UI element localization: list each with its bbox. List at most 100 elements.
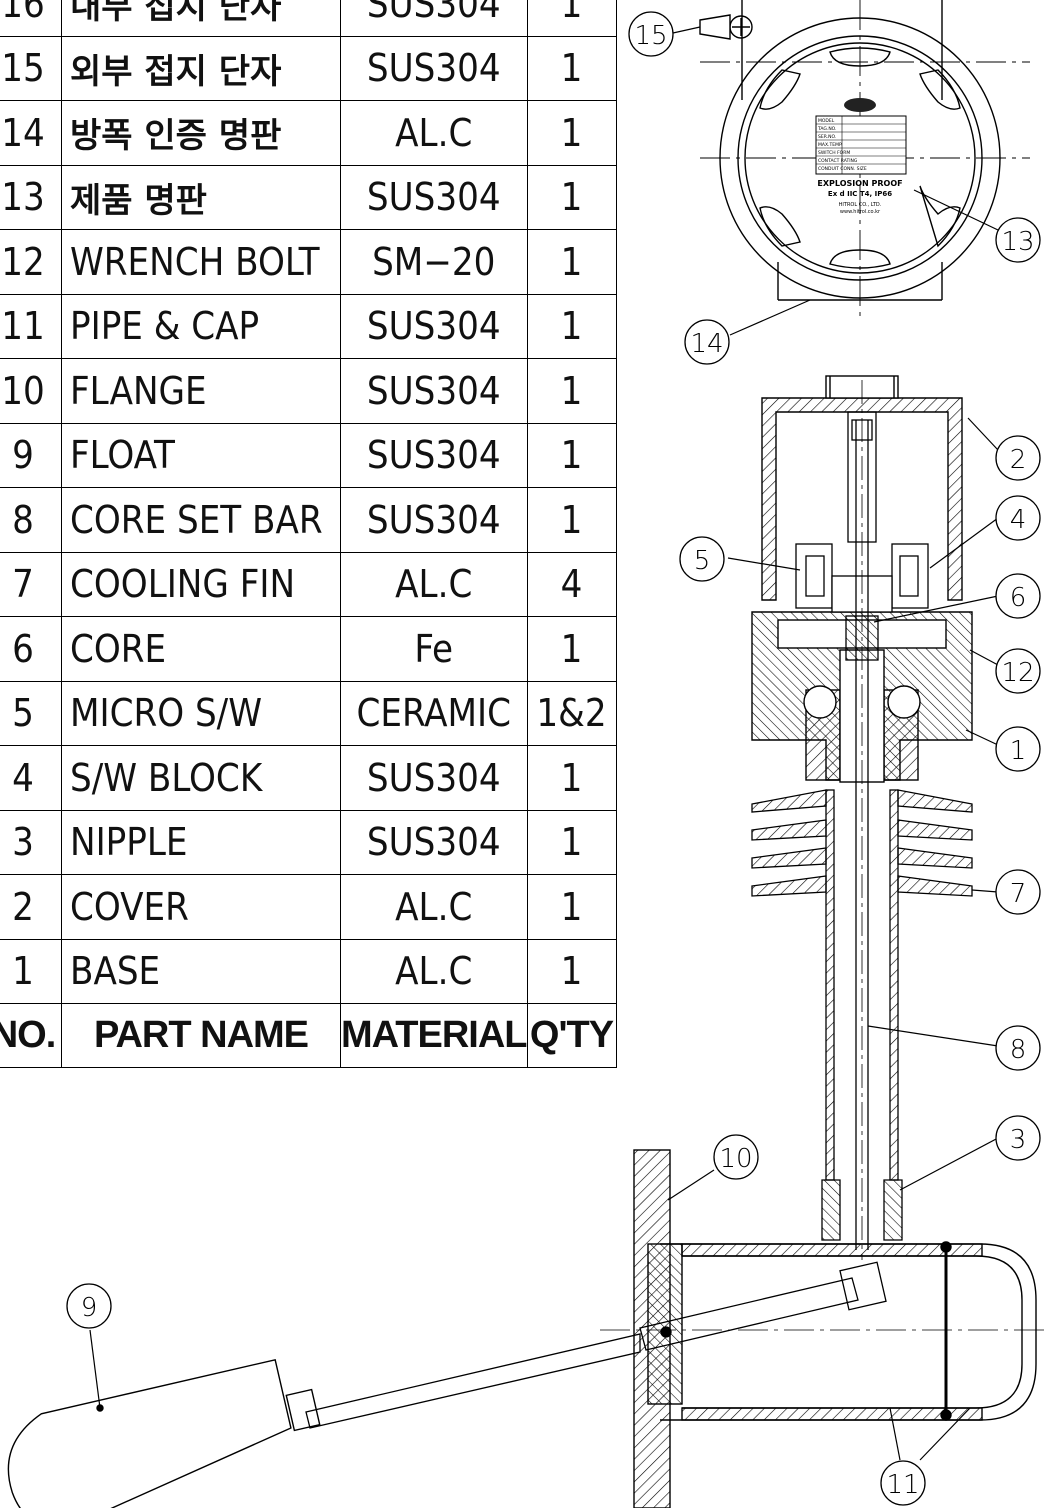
balloon-3: 3 [995,1115,1041,1161]
bom-cell-no: 15 [0,35,62,101]
bom-cell-no: 5 [0,680,62,746]
core-set-bar [847,380,877,1260]
balloon-label: 12 [1001,658,1034,688]
bom-cell-no: 14 [0,100,62,166]
bom-cell-name: 외부 접지 단자 [61,35,341,101]
balloon-label: 4 [1010,505,1027,535]
balloon-5: 5 [679,536,725,582]
bom-cell-qty: 1 [526,35,617,101]
bom-cell-name: 방폭 인증 명판 [61,100,341,166]
bom-cell-qty: 1 [526,487,617,553]
balloon-label: 2 [1010,445,1027,475]
balloon-label: 6 [1010,583,1027,613]
bom-cell-material: SUS304 [340,164,528,230]
float [7,1358,321,1508]
bom-cell-qty: 1 [526,229,617,295]
bom-cell-no: 12 [0,229,62,295]
balloon-label: 14 [690,329,723,359]
bom-cell-material: SUS304 [340,358,528,424]
balloon-15: 15 [628,11,674,57]
bom-cell-material: Fe [340,616,528,682]
bom-cell-no: 9 [0,422,62,488]
bom-cell-qty: 1 [526,0,617,37]
bom-cell-name: MICRO S/W [61,680,341,746]
bom-cell-name: FLANGE [61,358,341,424]
bom-header-part_name: PART NAME [61,1003,341,1068]
bom-cell-material: AL.C [340,100,528,166]
housing-top-view [700,0,1030,320]
bom-cell-qty: 1 [526,293,617,359]
bom-cell-material: SUS304 [340,745,528,811]
bom-cell-name: NIPPLE [61,809,341,875]
balloon-7: 7 [995,869,1041,915]
balloon-9: 9 [66,1283,112,1329]
balloon-11: 11 [880,1460,926,1506]
bom-cell-qty: 4 [526,551,617,617]
balloon-1: 1 [995,726,1041,772]
balloon-8: 8 [995,1025,1041,1071]
balloon-14: 14 [684,319,730,365]
bom-cell-name: S/W BLOCK [61,745,341,811]
bom-cell-material: SUS304 [340,422,528,488]
nipple [821,789,903,1241]
bom-cell-name: 내부 접지 단자 [61,0,341,37]
bom-cell-material: SUS304 [340,35,528,101]
nameplate-explosion-proof: EXPLOSION PROOF [817,179,902,188]
bom-cell-qty: 1 [526,100,617,166]
bom-cell-no: 4 [0,745,62,811]
bom-cell-qty: 1 [526,358,617,424]
balloon-label: 11 [886,1470,919,1500]
bom-cell-material: SM−20 [340,229,528,295]
balloon-label: 1 [1010,736,1027,766]
bom-cell-no: 16 [0,0,62,37]
bom-cell-name: COVER [61,874,341,940]
float-arm [305,1261,887,1429]
bom-cell-qty: 1 [526,164,617,230]
bom-header-material: MATERIAL [340,1003,528,1068]
ground-terminal-icon [699,14,753,40]
bom-cell-name: PIPE & CAP [61,293,341,359]
cooling-fins [751,789,973,897]
balloon-10: 10 [713,1134,759,1180]
bom-cell-name: WRENCH BOLT [61,229,341,295]
bom-cell-qty: 1 [526,616,617,682]
bom-cell-no: 2 [0,874,62,940]
balloon-label: 7 [1010,879,1027,909]
balloon-6: 6 [995,573,1041,619]
flange [633,1149,683,1508]
balloon-4: 4 [995,495,1041,541]
bom-cell-name: COOLING FIN [61,551,341,617]
bom-cell-name: CORE SET BAR [61,487,341,553]
bom-cell-material: AL.C [340,551,528,617]
balloon-label: 10 [719,1144,752,1174]
balloon-13: 13 [995,217,1041,263]
bom-cell-qty: 1 [526,874,617,940]
bom-cell-no: 13 [0,164,62,230]
pipe-and-cap [600,1241,1049,1421]
balloon-label: 8 [1010,1035,1027,1065]
balloon-label: 3 [1010,1125,1027,1155]
bom-cell-material: AL.C [340,938,528,1004]
nameplate-website: www.hitrol.co.kr [840,209,881,215]
bom-cell-no: 8 [0,487,62,553]
balloon-label: 5 [694,546,711,576]
bom-cell-name: BASE [61,938,341,1004]
bom-header-no: NO. [0,1003,62,1068]
bom-cell-qty: 1 [526,938,617,1004]
balloon-12: 12 [995,648,1041,694]
balloon-label: 9 [81,1293,98,1323]
